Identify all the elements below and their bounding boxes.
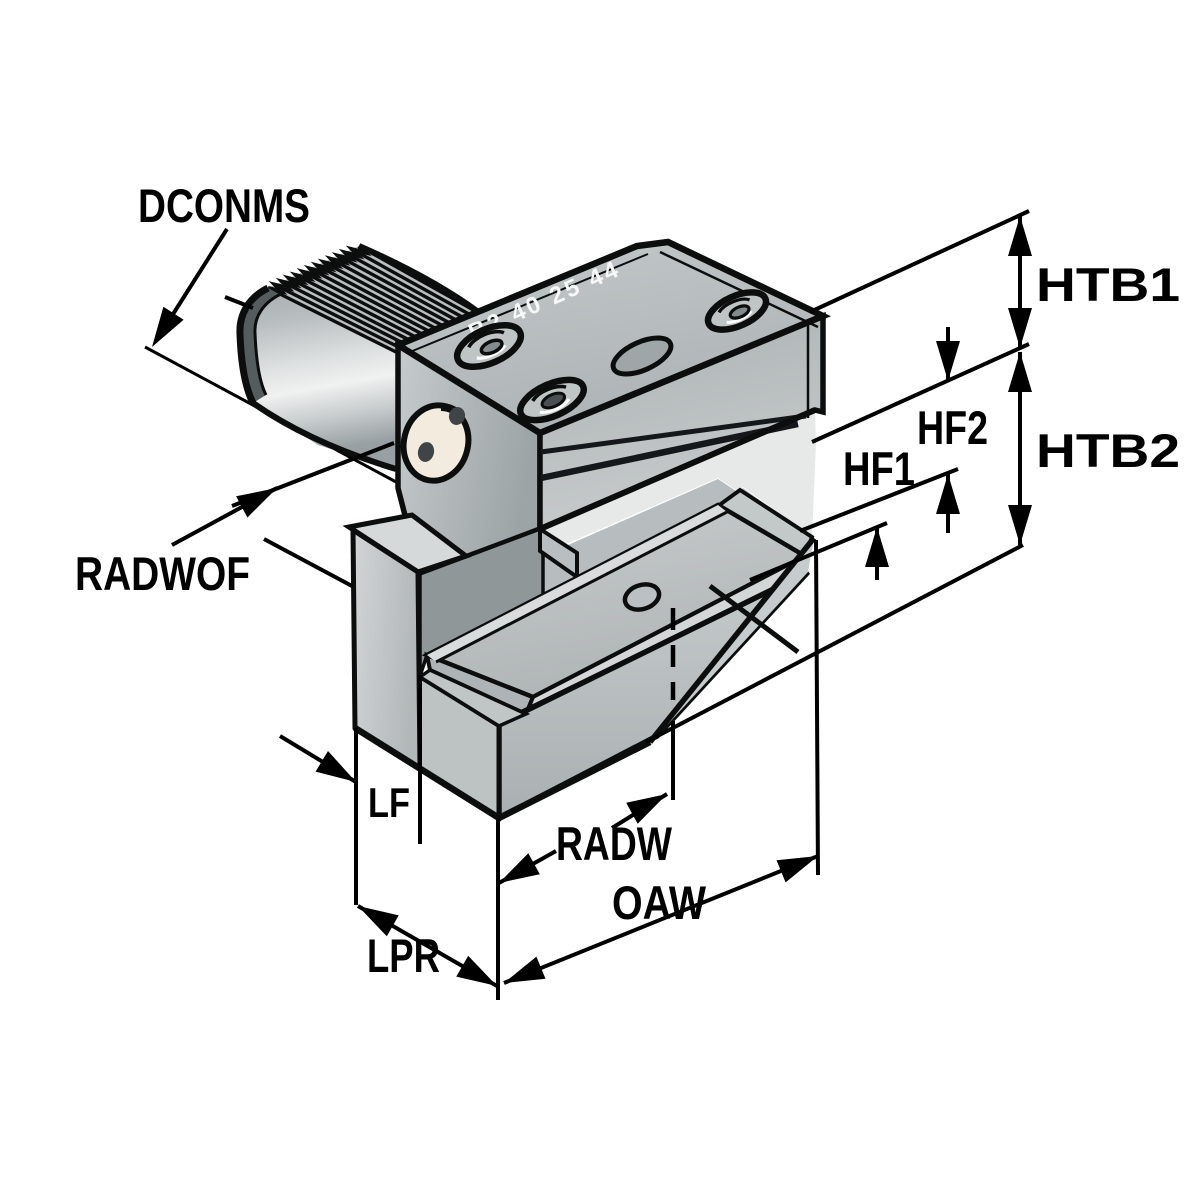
svg-text:RADWOF: RADWOF xyxy=(75,547,250,600)
svg-text:LPR: LPR xyxy=(367,929,440,982)
svg-text:LF: LF xyxy=(368,779,410,826)
svg-text:OAW: OAW xyxy=(612,876,707,929)
svg-text:DCONMS: DCONMS xyxy=(138,179,310,232)
svg-text:RADW: RADW xyxy=(556,817,673,870)
svg-text:HTB1: HTB1 xyxy=(1036,258,1180,311)
svg-text:HF2: HF2 xyxy=(917,401,988,454)
svg-text:HF1: HF1 xyxy=(843,442,915,495)
svg-text:HTB2: HTB2 xyxy=(1036,424,1180,477)
